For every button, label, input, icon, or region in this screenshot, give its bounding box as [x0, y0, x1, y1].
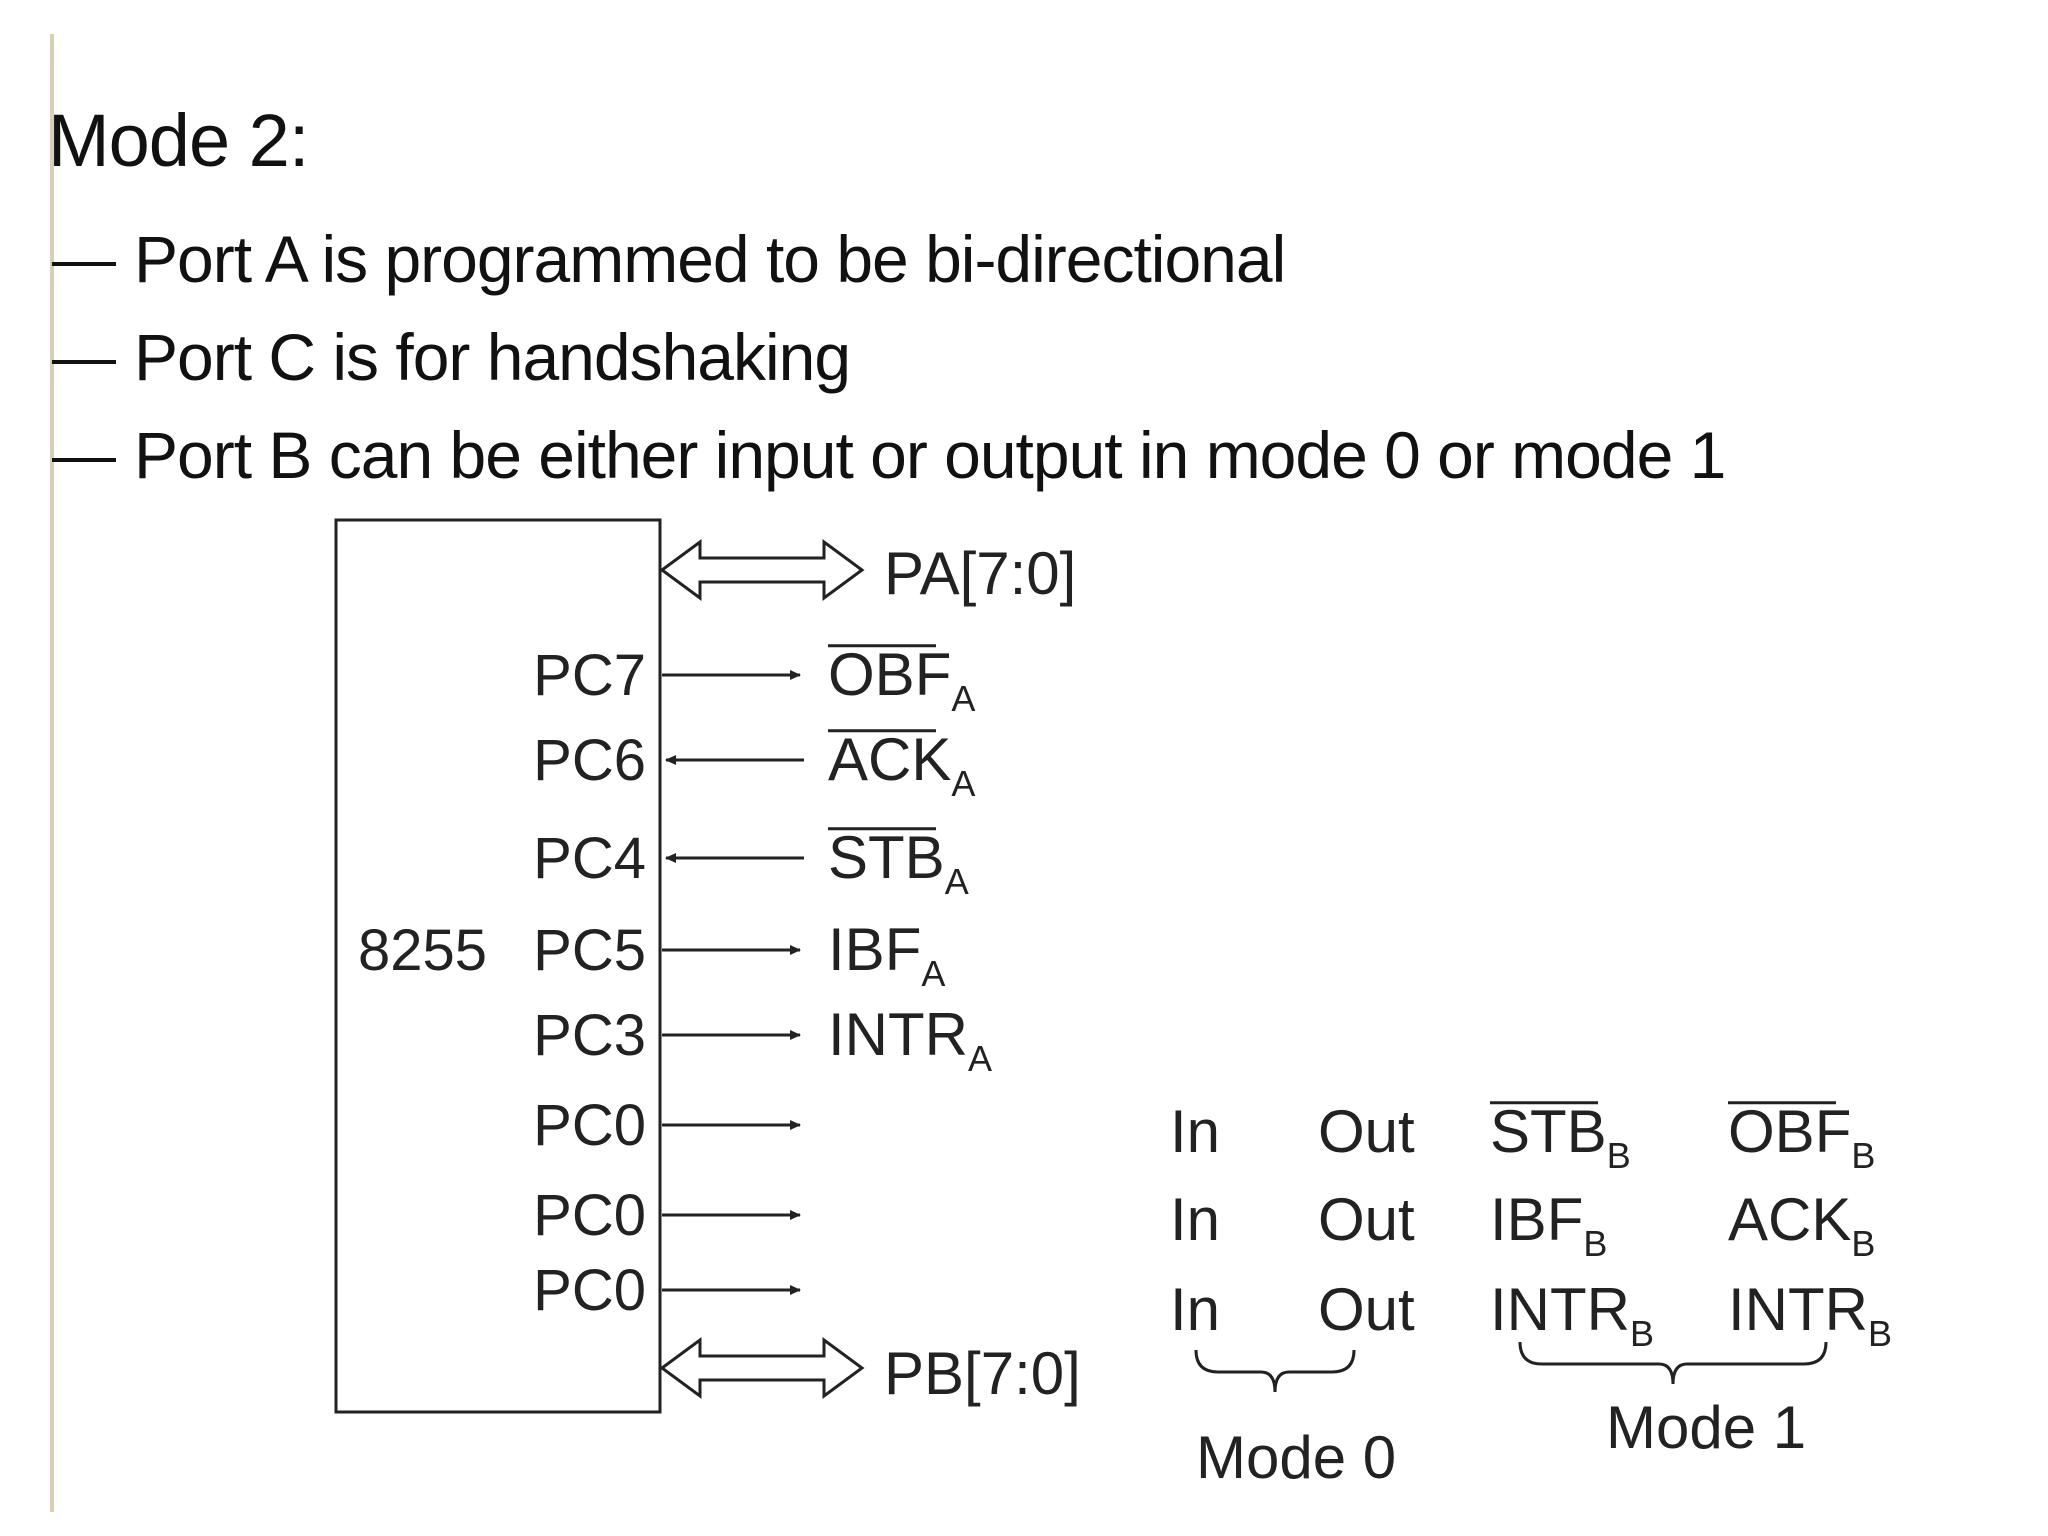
mode1-in-signal: INTRB: [1490, 1276, 1654, 1354]
pin-label: PC3: [533, 1003, 646, 1068]
bullet-text: Port A is programmed to be bi-directiona…: [134, 222, 1286, 296]
signal-label: IBFA: [828, 916, 945, 994]
pin-label: PC5: [533, 918, 646, 983]
pin-label: PC0: [533, 1258, 646, 1323]
mode1-out-signal: ACKB: [1728, 1186, 1875, 1264]
pa-bus-double-arrow: [659, 539, 865, 601]
mode0-in-label: In: [1170, 1276, 1220, 1343]
bullet-text: Port C is for handshaking: [134, 320, 851, 394]
slide-left-rule: [50, 34, 54, 1512]
mode1-in-signal: STBB: [1490, 1098, 1631, 1176]
mode0-label: Mode 0: [1196, 1424, 1396, 1491]
mode1-in-signal: IBFB: [1490, 1186, 1607, 1264]
slide-title: Mode 2:: [48, 99, 309, 182]
mode0-in-label: In: [1170, 1098, 1220, 1165]
pin-row: PC6 ACKA: [533, 726, 975, 804]
pin-label: PC0: [533, 1183, 646, 1248]
pin-row: PC0: [533, 1183, 801, 1248]
signal-label: OBFA: [828, 641, 975, 719]
mode1-out-signal: OBFB: [1728, 1098, 1875, 1176]
mode0-out-label: Out: [1318, 1186, 1415, 1253]
pa-bus-label: PA[7:0]: [884, 540, 1076, 607]
mode1-brace: [1518, 1341, 1828, 1385]
pin-row: PC7 OBFA: [533, 641, 975, 719]
dash-marker: [52, 262, 116, 266]
pin-row: PC3 INTRA: [533, 1001, 992, 1079]
mode1-out-signal: INTRB: [1728, 1276, 1892, 1354]
dash-marker: [52, 360, 116, 364]
pin-label: PC6: [533, 728, 646, 793]
mode0-out-label: Out: [1318, 1098, 1415, 1165]
signal-label: ACKA: [828, 726, 975, 804]
pin-label: PC0: [533, 1093, 646, 1158]
bullet-text: Port B can be either input or output in …: [134, 418, 1726, 492]
pb-bus-label: PB[7:0]: [884, 1340, 1081, 1407]
dash-marker: [52, 458, 116, 462]
pin-row: PC0: [533, 1093, 801, 1158]
mode1-label: Mode 1: [1606, 1394, 1806, 1461]
pin-label: PC4: [533, 826, 646, 891]
mode0-in-label: In: [1170, 1186, 1220, 1253]
pin-label: PC7: [533, 643, 646, 708]
pb-bus-double-arrow: [659, 1337, 865, 1399]
pin-row: PC0: [533, 1258, 801, 1323]
mode0-out-label: Out: [1318, 1276, 1415, 1343]
pin-row: PC4 STBA: [533, 824, 969, 902]
chip-label: 8255: [358, 918, 487, 983]
chip-box: [334, 518, 662, 1414]
signal-label: STBA: [828, 824, 969, 902]
signal-label: INTRA: [828, 1001, 992, 1079]
pin-row: PC5 IBFA: [533, 916, 945, 994]
mode0-brace: [1194, 1349, 1356, 1393]
